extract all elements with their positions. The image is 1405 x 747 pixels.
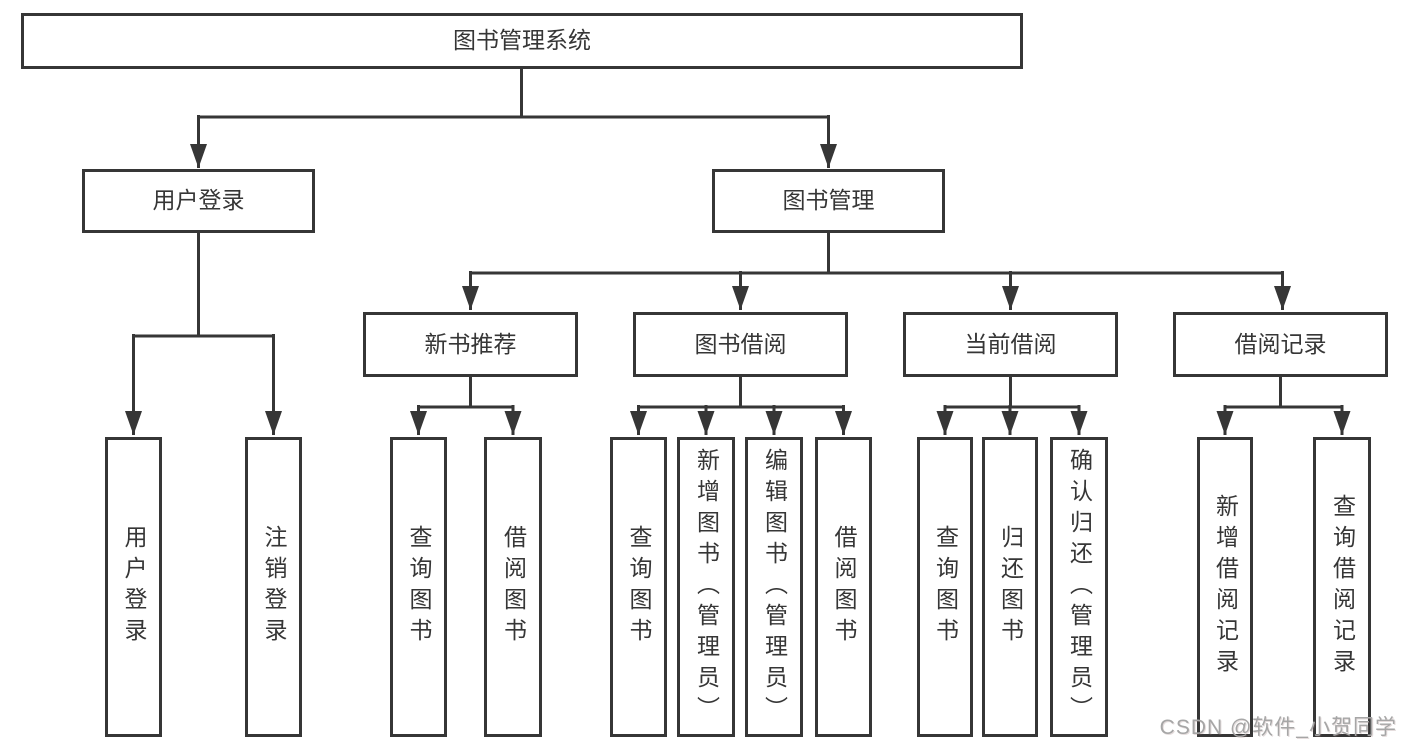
node-label: 编辑图书（管理员） (761, 447, 788, 727)
connector-new-book-children (410, 376, 522, 435)
node-label: 图书管理系统 (453, 27, 591, 54)
node-borrow-record: 借阅记录 (1173, 312, 1388, 377)
node-label: 查询借阅记录 (1329, 494, 1356, 680)
node-label: 注销登录 (261, 525, 287, 649)
connector-current-borrow-children (936, 376, 1088, 435)
node-label: 新书推荐 (424, 330, 517, 357)
node-user-login-module: 用户登录 (82, 169, 315, 233)
node-label: 借阅记录 (1234, 330, 1327, 357)
node-label: 当前借阅 (964, 330, 1057, 357)
csdn-watermark: CSDN @软件_小贺同学 (1159, 716, 1397, 739)
node-label: 借阅图书 (500, 525, 527, 649)
node-leaf-user-login: 用户登录 (105, 437, 162, 737)
node-leaf-logout: 注销登录 (245, 437, 302, 737)
node-label: 借阅图书 (831, 525, 857, 649)
node-label: 用户登录 (121, 525, 147, 649)
node-label: 查询图书 (626, 525, 652, 649)
node-leaf-record-query: 查询借阅记录 (1313, 437, 1371, 737)
node-label: 图书管理 (782, 187, 875, 214)
node-leaf-current-return: 归还图书 (982, 437, 1038, 737)
node-book-borrow: 图书借阅 (633, 312, 848, 377)
node-label: 新增图书（管理员） (693, 447, 720, 727)
node-leaf-current-query: 查询图书 (917, 437, 973, 737)
node-label: 查询图书 (406, 525, 432, 649)
node-label: 新增借阅记录 (1212, 494, 1239, 680)
node-leaf-borrow-borrow: 借阅图书 (815, 437, 872, 737)
node-label: 查询图书 (932, 525, 959, 649)
connector-borrow-record-children (1216, 376, 1351, 435)
connector-book-borrow-children (630, 376, 852, 435)
node-leaf-newbook-borrow: 借阅图书 (484, 437, 542, 737)
node-leaf-borrow-add-admin: 新增图书（管理员） (677, 437, 735, 737)
connector-root-to-level2 (190, 66, 837, 168)
node-root-system: 图书管理系统 (21, 13, 1023, 69)
node-leaf-borrow-edit-admin: 编辑图书（管理员） (745, 437, 803, 737)
node-label: 用户登录 (152, 187, 245, 214)
node-leaf-newbook-query: 查询图书 (390, 437, 447, 737)
node-new-book-recommend: 新书推荐 (363, 312, 578, 377)
node-leaf-record-add: 新增借阅记录 (1197, 437, 1253, 737)
node-leaf-borrow-query: 查询图书 (610, 437, 667, 737)
node-current-borrow: 当前借阅 (903, 312, 1118, 377)
connector-book-mgmt-children (462, 232, 1291, 310)
node-label: 归还图书 (997, 525, 1024, 649)
connector-user-login-children (125, 232, 282, 435)
node-leaf-current-confirm-admin: 确认归还（管理员） (1050, 437, 1108, 737)
node-book-management-module: 图书管理 (712, 169, 945, 233)
node-label: 图书借阅 (694, 330, 787, 357)
node-label: 确认归还（管理员） (1066, 447, 1093, 727)
